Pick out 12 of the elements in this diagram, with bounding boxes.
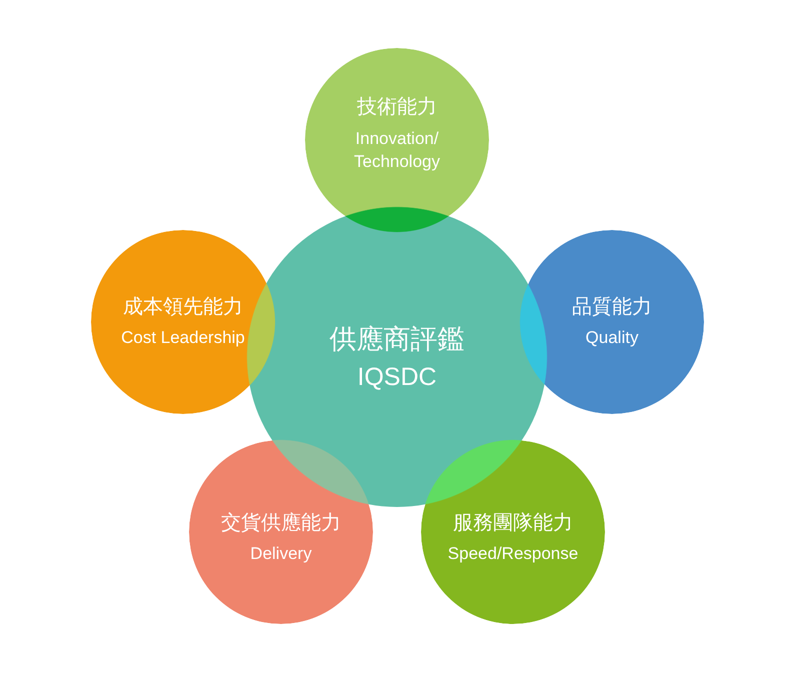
circle-title: 技術能力: [357, 95, 437, 119]
circle-title: 服務團隊能力: [453, 511, 573, 535]
circle-title: 品質能力: [572, 295, 652, 319]
circle-title: 交貨供應能力: [221, 511, 341, 535]
circle-subtitle: Speed/Response: [448, 543, 578, 565]
circle-subtitle: Cost Leadership: [121, 327, 245, 349]
center-title: 供應商評鑑: [330, 323, 464, 355]
circle-title: 成本領先能力: [123, 295, 243, 319]
center-subtitle: IQSDC: [357, 363, 437, 391]
circle-subtitle: Innovation/ Technology: [352, 128, 441, 173]
circle-subtitle: Quality: [586, 327, 638, 349]
circle-subtitle: Delivery: [250, 543, 312, 565]
